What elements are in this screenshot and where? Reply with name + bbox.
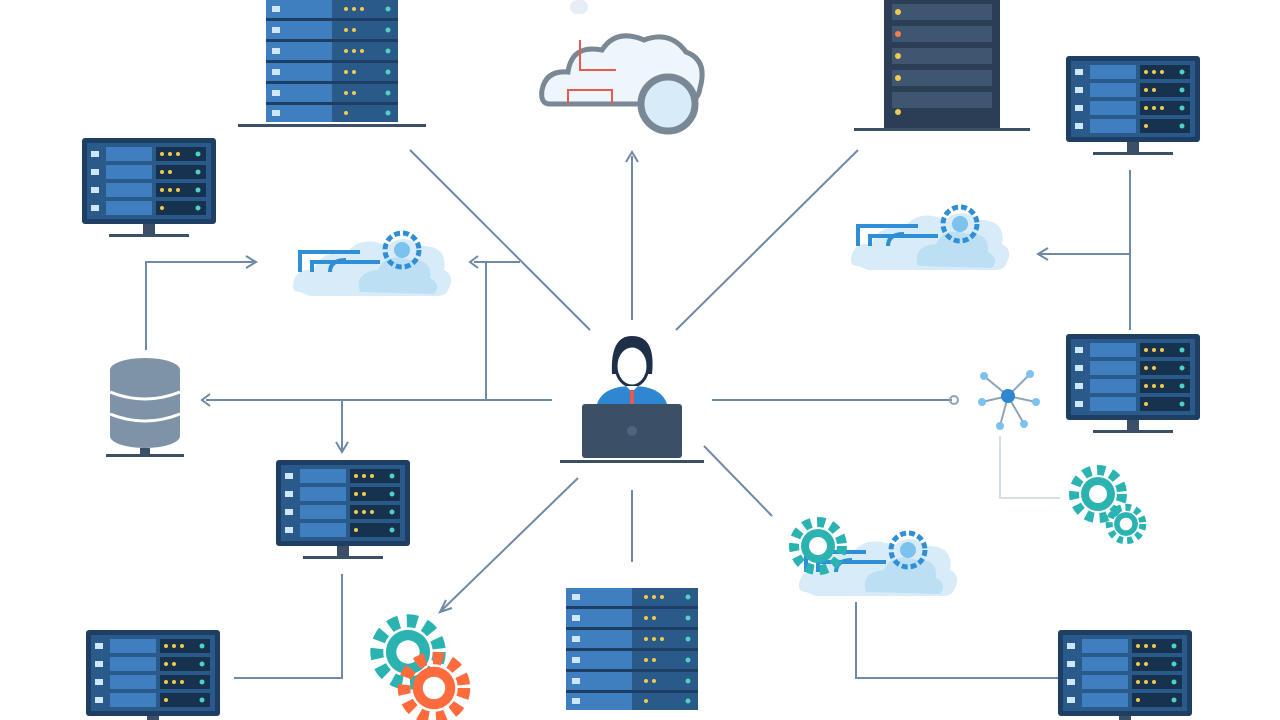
rack-server-icon	[238, 0, 426, 127]
arrowheads	[200, 150, 1049, 614]
server-monitor-icon	[1066, 334, 1200, 433]
server-monitor-icon	[1058, 630, 1192, 720]
database-icon	[106, 358, 184, 457]
cloud-pipeline-icon	[293, 233, 451, 296]
gears-icon	[377, 621, 464, 718]
user-at-laptop-icon	[560, 336, 704, 463]
tower-server-icon	[854, 0, 1030, 131]
cloud-pipeline-icon	[851, 207, 1009, 270]
rack-server-icon	[566, 588, 698, 710]
server-monitor-icon	[1066, 56, 1200, 155]
gears-icon	[1074, 470, 1143, 541]
network-nodes-icon	[978, 370, 1040, 430]
cloud-pipeline-icon	[794, 522, 957, 596]
server-monitor-icon	[276, 460, 410, 559]
connection-lines	[145, 149, 1131, 679]
cloud-pipeline-icon	[539, 0, 705, 135]
server-monitor-icon	[86, 630, 220, 720]
endpoint-dot	[949, 395, 959, 405]
server-monitor-icon	[82, 138, 216, 237]
